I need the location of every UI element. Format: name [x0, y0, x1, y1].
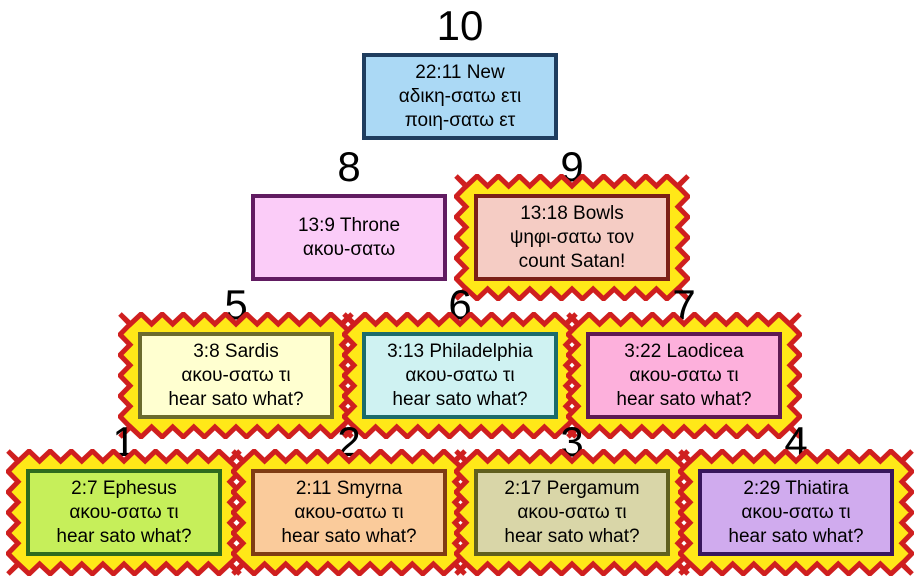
node-box: 22:11 New αδικη-σατω ετι ποιη-σατω ετ — [362, 53, 558, 140]
node-subtext: count Satan! — [518, 250, 626, 272]
node-box: 3:8 Sardis ακου-σατω τι hear sato what? — [138, 332, 334, 419]
node-greek-text: ακου-σατω — [302, 238, 396, 260]
node-throne: 8 13:9 Throne ακου-σατω — [251, 143, 447, 281]
node-box: 2:17 Pergamum ακου-σατω τι hear sato wha… — [474, 469, 670, 556]
node-greek-text: ακου-σατω τι — [405, 364, 515, 386]
node-title: 3:22 Laodicea — [624, 340, 744, 362]
node-bowls: 9 13:18 Bowls ψηφι-σατω τον count Satan! — [454, 143, 690, 301]
node-philadelphia: 6 3:13 Philadelphia ακου-σατω τι hear sa… — [342, 281, 578, 439]
node-subtext: hear sato what? — [56, 525, 192, 547]
node-title: 2:11 Smyrna — [295, 477, 403, 499]
node-title: 3:13 Philadelphia — [387, 340, 533, 362]
node-box: 3:22 Laodicea ακου-σατω τι hear sato wha… — [586, 332, 782, 419]
node-number: 8 — [337, 143, 361, 190]
node-greek-text: ακου-σατω τι — [741, 501, 851, 523]
node-ephesus: 1 2:7 Ephesus ακου-σατω τι hear sato wha… — [6, 418, 242, 576]
node-subtext: hear sato what? — [504, 525, 640, 547]
node-subtext: hear sato what? — [728, 525, 864, 547]
node-title: 22:11 New — [415, 61, 505, 83]
node-box: 2:11 Smyrna ακου-σατω τι hear sato what? — [251, 469, 447, 556]
node-laodicea: 7 3:22 Laodicea ακου-σατω τι hear sato w… — [566, 281, 802, 439]
node-subtext: hear sato what? — [281, 525, 417, 547]
node-sardis: 5 3:8 Sardis ακου-σατω τι hear sato what… — [118, 281, 354, 439]
node-greek-text: ακου-σατω τι — [69, 501, 179, 523]
node-title: 2:29 Thiatira — [743, 477, 849, 499]
node-box: 2:7 Ephesus ακου-σατω τι hear sato what? — [26, 469, 222, 556]
node-title: 2:17 Pergamum — [504, 477, 640, 499]
node-greek-text: ακου-σατω τι — [517, 501, 627, 523]
node-smyrna: 2 2:11 Smyrna ακου-σατω τι hear sato wha… — [231, 418, 467, 576]
node-greek-text: ακου-σατω τι — [294, 501, 404, 523]
node-greek-text: ψηφι-σατω τον — [509, 226, 635, 248]
node-subtext: hear sato what? — [168, 388, 304, 410]
node-title: 13:9 Throne — [297, 214, 401, 236]
node-title: 13:18 Bowls — [520, 202, 624, 224]
node-title: 2:7 Ephesus — [71, 477, 177, 499]
node-subtext: hear sato what? — [392, 388, 528, 410]
node-greek-text: ακου-σατω τι — [181, 364, 291, 386]
node-thiatira: 4 2:29 Thiatira ακου-σατω τι hear sato w… — [678, 418, 914, 576]
node-new-jerusalem: 10 22:11 New αδικη-σατω ετι ποιη-σατω ετ — [362, 2, 558, 140]
node-box: 13:18 Bowls ψηφι-σατω τον count Satan! — [474, 194, 670, 281]
node-greek-text: ακου-σατω τι — [629, 364, 739, 386]
node-number: 10 — [436, 2, 484, 49]
node-box: 3:13 Philadelphia ακου-σατω τι hear sato… — [362, 332, 558, 419]
node-box: 13:9 Throne ακου-σατω — [251, 194, 447, 281]
node-box: 2:29 Thiatira ακου-σατω τι hear sato wha… — [698, 469, 894, 556]
node-subtext: hear sato what? — [616, 388, 752, 410]
node-pergamum: 3 2:17 Pergamum ακου-σατω τι hear sato w… — [454, 418, 690, 576]
node-subtext: ποιη-σατω ετ — [404, 109, 516, 131]
node-title: 3:8 Sardis — [193, 340, 279, 362]
node-greek-text: αδικη-σατω ετι — [398, 85, 522, 107]
